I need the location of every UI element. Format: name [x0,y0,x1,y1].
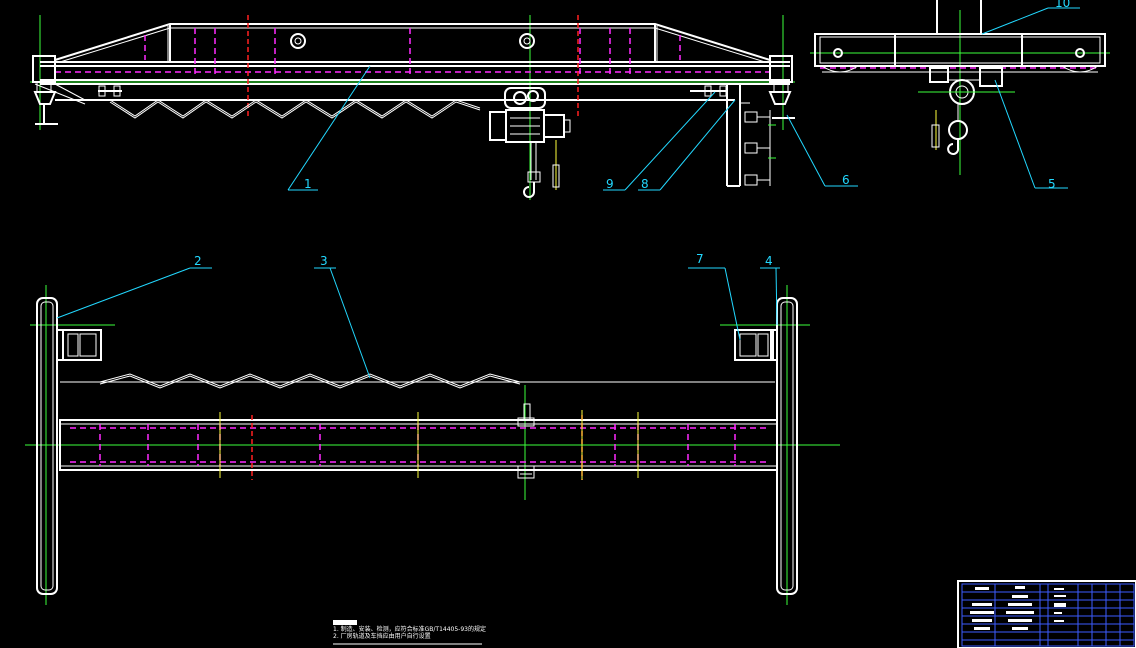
callout-5: 5 [1048,177,1056,191]
callout-numbers: 1 9 8 6 5 10 2 3 7 4 [194,0,1070,268]
side-elevation-view [810,0,1110,175]
callout-4: 4 [765,254,773,268]
callout-8: 8 [641,177,649,191]
note-line-1: 1. 制造、安装、检测，应符合标准GB/T14405-93的规定 [333,625,486,633]
front-elevation-view [30,15,795,200]
callout-leaders [56,7,1080,379]
callout-7: 7 [696,252,704,266]
callout-10: 10 [1055,0,1070,10]
callout-1: 1 [304,177,312,191]
plan-view [25,285,840,605]
note-line-2: 2. 厂房轨道及车挡应由用户自行设置 [333,632,431,640]
title-block [957,580,1136,648]
callout-3: 3 [320,254,328,268]
callout-2: 2 [194,254,202,268]
technical-notes: 1. 制造、安装、检测，应符合标准GB/T14405-93的规定 2. 厂房轨道… [333,620,486,645]
callout-9: 9 [606,177,614,191]
callout-6: 6 [842,173,850,187]
